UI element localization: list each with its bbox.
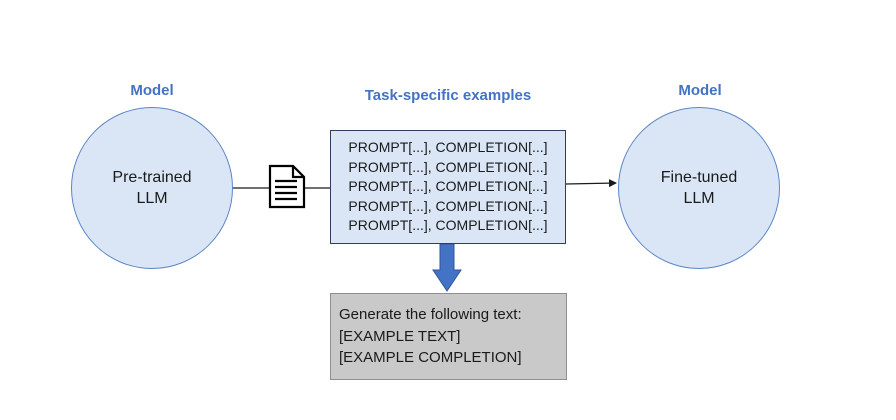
down-arrow-icon [432,243,462,292]
document-icon [268,164,306,209]
example-row: PROMPT[...], COMPLETION[...] [348,217,548,234]
finetuned-label-line-1: Fine-tuned [660,169,738,186]
connector-examples-to-right-arrow [565,179,617,188]
example-row: PROMPT[...], COMPLETION[...] [348,158,548,175]
task-examples-box: PROMPT[...], COMPLETION[...] PROMPT[...]… [330,130,566,244]
prompt-template-box: Generate the following text: [EXAMPLE TE… [330,293,567,380]
prompt-template-line: [EXAMPLE COMPLETION] [339,349,522,366]
pretrained-label-line-1: Pre-trained [112,169,192,186]
finetuned-llm-circle: Fine-tuned LLM [618,107,780,269]
example-row: PROMPT[...], COMPLETION[...] [348,178,548,195]
prompt-template-line: Generate the following text: [339,306,522,323]
example-row: PROMPT[...], COMPLETION[...] [348,139,548,155]
pretrained-label-line-2: LLM [136,190,168,207]
examples-heading: Task-specific examples [364,87,532,104]
pretrained-llm-circle: Pre-trained LLM [71,107,233,269]
prompt-template-line: [EXAMPLE TEXT] [339,327,461,345]
right-model-heading: Model [678,82,722,99]
left-model-heading: Model [130,82,174,99]
finetuned-label-line-2: LLM [683,190,715,207]
example-row: PROMPT[...], COMPLETION[...] [348,197,548,214]
